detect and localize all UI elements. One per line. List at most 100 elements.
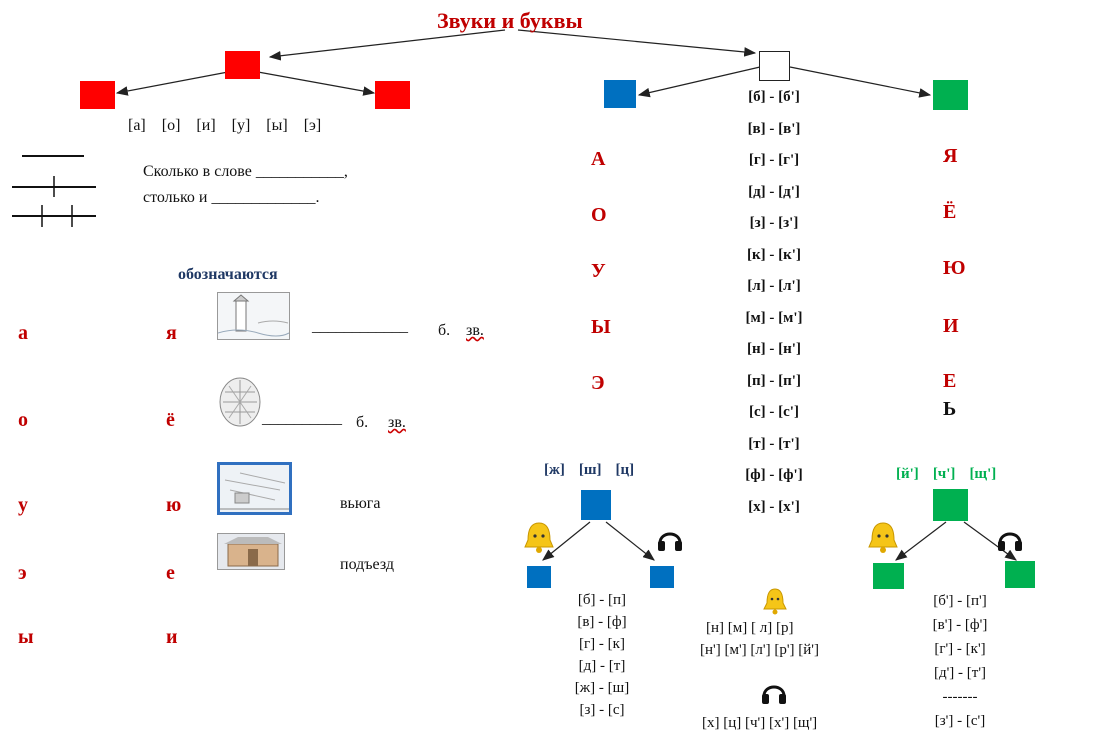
blank-line: ____________	[312, 318, 408, 335]
soft-consonant-square	[933, 80, 968, 110]
vowel-sound: [а]	[128, 117, 146, 134]
designated-label: обозначаются	[178, 266, 278, 283]
soft-vowel-letter: Е	[943, 370, 957, 392]
hard-pair: [г] - [к]	[579, 636, 625, 652]
consonant-pair: [с] - [с']	[749, 404, 799, 420]
consonant-pair: [д] - [д']	[748, 184, 800, 200]
hard-pair: [з] - [с]	[579, 702, 625, 718]
headphones-icon	[760, 678, 788, 711]
soft-pair: [з'] - [с']	[934, 713, 986, 729]
letters-count-label: б.	[356, 414, 369, 431]
soft-sign-letter: Ь	[943, 398, 957, 420]
soft-pair: [в'] - [ф']	[932, 617, 988, 633]
left-letter: о	[18, 409, 28, 431]
always-hard-sound: [ш]	[578, 462, 602, 478]
blank-line: __________	[262, 410, 342, 427]
hard-vowel-letter: Э	[591, 372, 605, 394]
always-soft-sound: [й']	[896, 466, 919, 482]
page-title: Звуки и буквы	[437, 8, 583, 33]
left-letter: а	[18, 322, 28, 344]
voiceless-hard-square	[650, 566, 674, 588]
hard-pair: [б] - [п]	[577, 592, 627, 608]
word-blizzard: вьюга	[340, 495, 381, 512]
always-hard-sound: [ж]	[544, 462, 565, 478]
hard-vowel-letter: О	[591, 204, 607, 226]
consonant-pair: [м] - [м']	[745, 310, 803, 326]
right-letter: и	[166, 626, 178, 648]
soft-vowel-letter: Ё	[943, 201, 957, 223]
left-letter: у	[18, 494, 28, 516]
consonant-pair: [п] - [п']	[747, 373, 801, 389]
voiceless-unpaired-row: [х] [ц] [ч'] [х'] [щ']	[702, 715, 818, 731]
bell-icon	[762, 587, 788, 620]
always-soft-sound: [ч']	[932, 466, 956, 482]
rule-line-1: Сколько в слове ___________,	[143, 163, 348, 180]
consonant-sound-square	[759, 51, 790, 81]
soft-pair: [б'] - [п']	[933, 593, 987, 609]
soft-vowel-letter: И	[943, 315, 959, 337]
soft-pair-divider: -------	[942, 689, 978, 705]
always-soft-square	[933, 489, 968, 521]
voiced-hard-square	[527, 566, 551, 588]
vowel-sounds-row: [а][о][и][у][ы][э]	[128, 117, 321, 135]
consonant-pair: [х] - [х']	[748, 499, 800, 515]
blizzard-picture	[217, 462, 292, 515]
sonorant-soft-row: [н'] [м'] [л'] [р'] [й']	[700, 642, 819, 658]
always-soft-sound: [щ']	[969, 466, 997, 482]
house-entrance-icon	[224, 537, 282, 567]
hard-vowel-square	[80, 81, 115, 109]
pinecone-icon	[219, 377, 261, 427]
headphones-icon	[996, 525, 1024, 558]
consonant-pair: [в] - [в']	[747, 121, 801, 137]
bell-icon	[866, 520, 900, 559]
always-hard-row: [ж] [ш] [ц]	[544, 462, 634, 479]
vowel-sound: [и]	[196, 117, 216, 134]
lighthouse-icon	[217, 294, 290, 337]
word-division-symbols	[12, 155, 96, 227]
always-soft-row: [й'] [ч'] [щ']	[896, 466, 996, 483]
hard-pair: [ж] - [ш]	[574, 680, 630, 696]
always-hard-sound: [ц]	[615, 462, 635, 478]
vowel-sound-square	[225, 51, 260, 79]
consonant-pair: [л] - [л']	[747, 278, 801, 294]
voiceless-soft-square	[1005, 561, 1035, 588]
right-letter: е	[166, 562, 175, 584]
soft-vowel-letter: Ю	[943, 257, 966, 279]
entrance-picture	[217, 533, 285, 570]
lighthouse-picture	[217, 292, 290, 340]
soft-pair: [д'] - [т']	[933, 665, 987, 681]
right-letter: ё	[166, 409, 175, 431]
soft-vowel-letter: Я	[943, 145, 958, 167]
consonant-pair: [т] - [т']	[748, 436, 800, 452]
soft-pair: [г'] - [к']	[934, 641, 986, 657]
vowel-sound: [ы]	[266, 117, 288, 134]
voiced-soft-square	[873, 563, 904, 589]
blizzard-icon	[220, 472, 289, 510]
always-hard-square	[581, 490, 611, 520]
sounds-count-label: зв.	[388, 414, 406, 431]
vowel-sound: [о]	[161, 117, 181, 134]
word-entrance: подъезд	[340, 556, 394, 573]
left-letter: э	[18, 562, 27, 584]
hard-pair: [д] - [т]	[578, 658, 626, 674]
consonant-pair: [ф] - [ф']	[745, 467, 803, 483]
hard-vowel-letter: Ы	[591, 316, 611, 338]
sonorant-hard-row: [н] [м] [ л] [р]	[706, 620, 794, 636]
consonant-pair: [г] - [г']	[748, 152, 800, 168]
consonant-pair: [к] - [к']	[747, 247, 801, 263]
left-letter: ы	[18, 626, 34, 648]
consonant-pair: [н] - [н']	[747, 341, 801, 357]
hard-vowel-letter: А	[591, 148, 606, 170]
hard-consonant-square	[604, 80, 636, 108]
rule-line-2: столько и _____________.	[143, 189, 320, 206]
right-letter: я	[166, 322, 177, 344]
hard-vowel-letter: У	[591, 260, 606, 282]
consonant-pair: [з] - [з']	[749, 215, 799, 231]
letters-count-label: б.	[438, 322, 451, 339]
consonant-pair: [б] - [б']	[748, 89, 800, 105]
vowel-sound: [у]	[231, 117, 251, 134]
soft-vowel-square	[375, 81, 410, 109]
bell-icon	[522, 520, 556, 559]
hard-pair: [в] - [ф]	[577, 614, 627, 630]
